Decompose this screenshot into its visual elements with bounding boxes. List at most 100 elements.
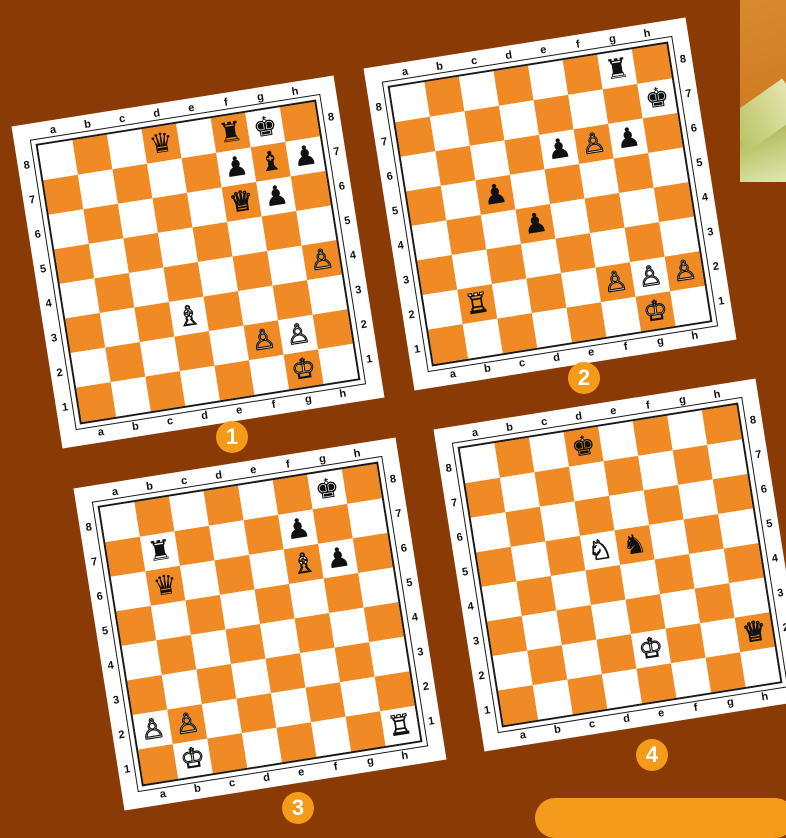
file-label: h bbox=[335, 386, 351, 402]
file-label: h bbox=[397, 748, 413, 764]
square-e4 bbox=[198, 257, 238, 297]
square-f1 bbox=[249, 355, 289, 395]
square-a7 bbox=[43, 175, 83, 215]
file-label: g bbox=[314, 451, 330, 467]
rank-label: 7 bbox=[680, 85, 696, 101]
square-b4 bbox=[516, 576, 556, 616]
rank-label: 5 bbox=[761, 516, 777, 532]
file-label: d bbox=[571, 409, 587, 425]
square-d7 bbox=[209, 520, 249, 560]
rank-label: 2 bbox=[778, 619, 786, 635]
square-h3 bbox=[369, 637, 409, 677]
diagram-number-badge: 2 bbox=[568, 362, 600, 394]
square-g7 bbox=[673, 445, 713, 485]
file-label: b bbox=[432, 59, 448, 75]
black-pawn-icon: ♟ bbox=[481, 180, 509, 210]
square-a8 bbox=[390, 82, 430, 122]
rank-label: 8 bbox=[81, 519, 97, 535]
square-f5 bbox=[289, 578, 329, 618]
square-c1 bbox=[497, 313, 537, 353]
square-h4: ♙ bbox=[302, 240, 342, 280]
square-e4 bbox=[550, 199, 590, 239]
rank-label: 5 bbox=[401, 575, 417, 591]
rank-label: 4 bbox=[393, 237, 409, 253]
square-f7 bbox=[568, 89, 608, 129]
rank-label: 6 bbox=[30, 226, 46, 242]
square-e3 bbox=[203, 291, 243, 331]
rank-label: 1 bbox=[479, 702, 495, 718]
square-e7 bbox=[534, 95, 574, 135]
square-g7 bbox=[603, 84, 643, 124]
square-e2 bbox=[271, 688, 311, 728]
square-b6 bbox=[505, 507, 545, 547]
white-pawn-icon: ♙ bbox=[249, 325, 277, 355]
square-d8: ♚ bbox=[564, 427, 604, 467]
white-rook-icon: ♖ bbox=[386, 711, 414, 741]
square-e2 bbox=[561, 268, 601, 308]
square-e3 bbox=[555, 233, 595, 273]
file-label: b bbox=[190, 781, 206, 797]
square-g1 bbox=[346, 711, 386, 751]
black-pawn-icon: ♟ bbox=[614, 123, 642, 153]
square-f3 bbox=[238, 286, 278, 326]
square-c2 bbox=[202, 699, 242, 739]
square-c7 bbox=[534, 467, 574, 507]
square-a1 bbox=[498, 685, 538, 725]
rank-label: 1 bbox=[361, 351, 377, 367]
square-e7 bbox=[604, 456, 644, 496]
square-c4 bbox=[191, 629, 231, 669]
file-label: e bbox=[605, 403, 621, 419]
square-h8 bbox=[702, 405, 742, 445]
square-a6 bbox=[111, 571, 151, 611]
rank-label: 7 bbox=[750, 446, 766, 462]
square-d2 bbox=[236, 693, 276, 733]
square-h5 bbox=[358, 568, 398, 608]
chess-board: ♚♘♞♔♕ bbox=[458, 403, 783, 728]
white-pawn-icon: ♙ bbox=[308, 245, 336, 275]
square-h7 bbox=[707, 439, 747, 479]
square-g2 bbox=[340, 677, 380, 717]
rank-label: 5 bbox=[457, 564, 473, 580]
file-label: d bbox=[501, 48, 517, 64]
square-h3 bbox=[659, 217, 699, 257]
square-c6 bbox=[470, 140, 510, 180]
square-h8 bbox=[342, 464, 382, 504]
rank-label: 5 bbox=[387, 203, 403, 219]
square-h7: ♟ bbox=[285, 136, 325, 176]
square-c3 bbox=[556, 605, 596, 645]
white-bishop-icon: ♗ bbox=[175, 301, 203, 331]
rank-label: 3 bbox=[46, 330, 62, 346]
square-d3: ♗ bbox=[169, 297, 209, 337]
square-g1: ♔ bbox=[636, 291, 676, 331]
rank-label: 3 bbox=[350, 282, 366, 298]
rank-label: 2 bbox=[52, 365, 68, 381]
square-e4 bbox=[620, 560, 660, 600]
square-b1 bbox=[533, 680, 573, 720]
square-b2 bbox=[527, 645, 567, 685]
square-a4 bbox=[482, 581, 522, 621]
square-f6 bbox=[644, 485, 684, 525]
square-g3 bbox=[273, 280, 313, 320]
square-f8 bbox=[563, 55, 603, 95]
rank-label: 3 bbox=[412, 644, 428, 660]
square-f2 bbox=[306, 682, 346, 722]
white-king-icon: ♔ bbox=[290, 354, 318, 384]
rank-label: 3 bbox=[702, 224, 718, 240]
black-pawn-icon: ♟ bbox=[545, 134, 573, 164]
square-d2 bbox=[526, 273, 566, 313]
square-e1 bbox=[636, 663, 676, 703]
square-d5 bbox=[158, 227, 198, 267]
square-a2 bbox=[493, 651, 533, 691]
rank-label: 7 bbox=[376, 134, 392, 150]
square-g5 bbox=[684, 514, 724, 554]
square-b2: ♖ bbox=[457, 284, 497, 324]
square-b1: ♔ bbox=[173, 739, 213, 779]
square-e8 bbox=[176, 118, 216, 158]
square-f7: ♟ bbox=[278, 509, 318, 549]
square-b8 bbox=[424, 77, 464, 117]
file-label: c bbox=[114, 111, 130, 127]
square-b8 bbox=[494, 438, 534, 478]
square-c5 bbox=[545, 536, 585, 576]
square-a1 bbox=[76, 382, 116, 422]
